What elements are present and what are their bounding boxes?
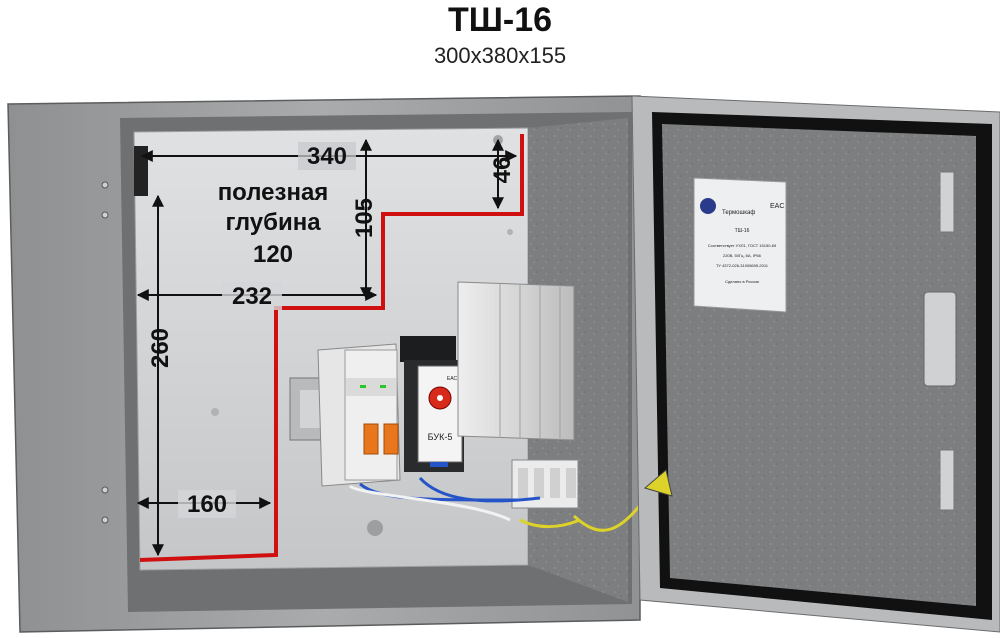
nameplate-line1: Соответствует УХЛ1, ГОСТ 15150-69: [708, 243, 777, 248]
circuit-breaker: [317, 343, 401, 487]
nameplate-line3: ТУ 4372-026-31006695-2011: [716, 263, 769, 268]
nameplate-line2: 220В, 50Гц, 6А, IP66: [723, 253, 762, 258]
nameplate-model: ТШ-16: [735, 228, 750, 234]
useful-depth-value: 120: [253, 241, 293, 268]
control-relay-buk5: БУК-5 EAC: [400, 336, 464, 472]
nameplate-line4: Сделано в России: [725, 279, 759, 284]
useful-depth-contour: [139, 134, 524, 562]
dim-width-top: 340: [307, 143, 347, 170]
dim-step-depth: 105: [351, 198, 378, 238]
dim-width-mid: 232: [232, 283, 272, 310]
dim-height-left: 260: [147, 328, 174, 368]
heater: [457, 281, 575, 441]
relay-mark: EAC: [447, 376, 458, 382]
useful-depth-label-line2: глубина: [225, 209, 321, 236]
relay-label: БУК-5: [428, 432, 453, 442]
product-title: ТШ-16: [447, 1, 553, 39]
nameplate-brand: Термошкаф: [722, 210, 755, 216]
nameplate-mark: EAC: [770, 203, 784, 210]
useful-depth-label-line1: полезная: [218, 179, 329, 206]
dim-offset-top: 46: [489, 157, 516, 184]
product-dimensions: 300x380x155: [433, 43, 567, 68]
latch-bracket: [134, 146, 148, 196]
nameplate: Термошкаф ТШ-16 EAC Соответствует УХЛ1, …: [693, 177, 787, 313]
door-lock-handle: [923, 291, 957, 387]
dim-width-bottom: 160: [187, 491, 227, 518]
enclosure-door: [631, 95, 1000, 633]
